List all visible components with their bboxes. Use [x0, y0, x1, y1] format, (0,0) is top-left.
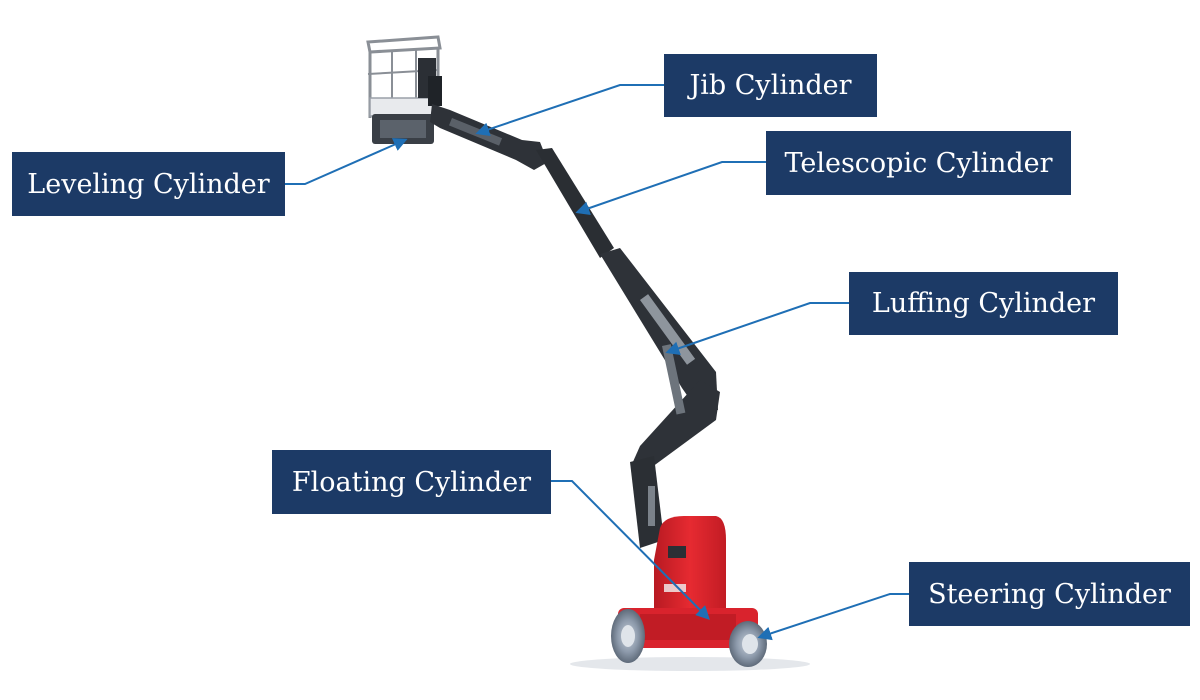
front-wheel	[729, 621, 767, 667]
boom-lift-machine	[366, 35, 767, 667]
brand-decal	[664, 584, 686, 592]
leader-leveling	[285, 138, 408, 185]
turntable	[654, 516, 726, 610]
leader-telescopic	[575, 161, 766, 215]
platform-basket	[366, 35, 442, 144]
leader-jib	[475, 84, 664, 137]
leader-floating	[551, 480, 710, 620]
rear-wheel	[611, 609, 645, 663]
luffing-cylinder	[661, 344, 686, 415]
ground-shadow	[570, 657, 810, 671]
label-steering-cylinder: Steering Cylinder	[909, 562, 1190, 626]
label-leveling-cylinder: Leveling Cylinder	[12, 152, 285, 216]
leader-steering	[757, 593, 909, 641]
label-luffing-cylinder: Luffing Cylinder	[849, 272, 1118, 335]
leader-luffing	[665, 302, 849, 355]
floating-cylinder-rod	[648, 486, 655, 526]
label-floating-cylinder: Floating Cylinder	[272, 450, 551, 514]
luffing-arm	[632, 380, 720, 470]
label-jib-cylinder: Jib Cylinder	[664, 54, 877, 117]
leader-lines	[285, 84, 909, 641]
telescopic-boom-base	[600, 248, 718, 414]
control-panel	[668, 546, 686, 558]
label-telescopic-cylinder: Telescopic Cylinder	[766, 131, 1071, 195]
lower-mast	[630, 456, 664, 548]
chassis-skirt	[640, 614, 736, 640]
telescopic-boom	[536, 148, 614, 258]
